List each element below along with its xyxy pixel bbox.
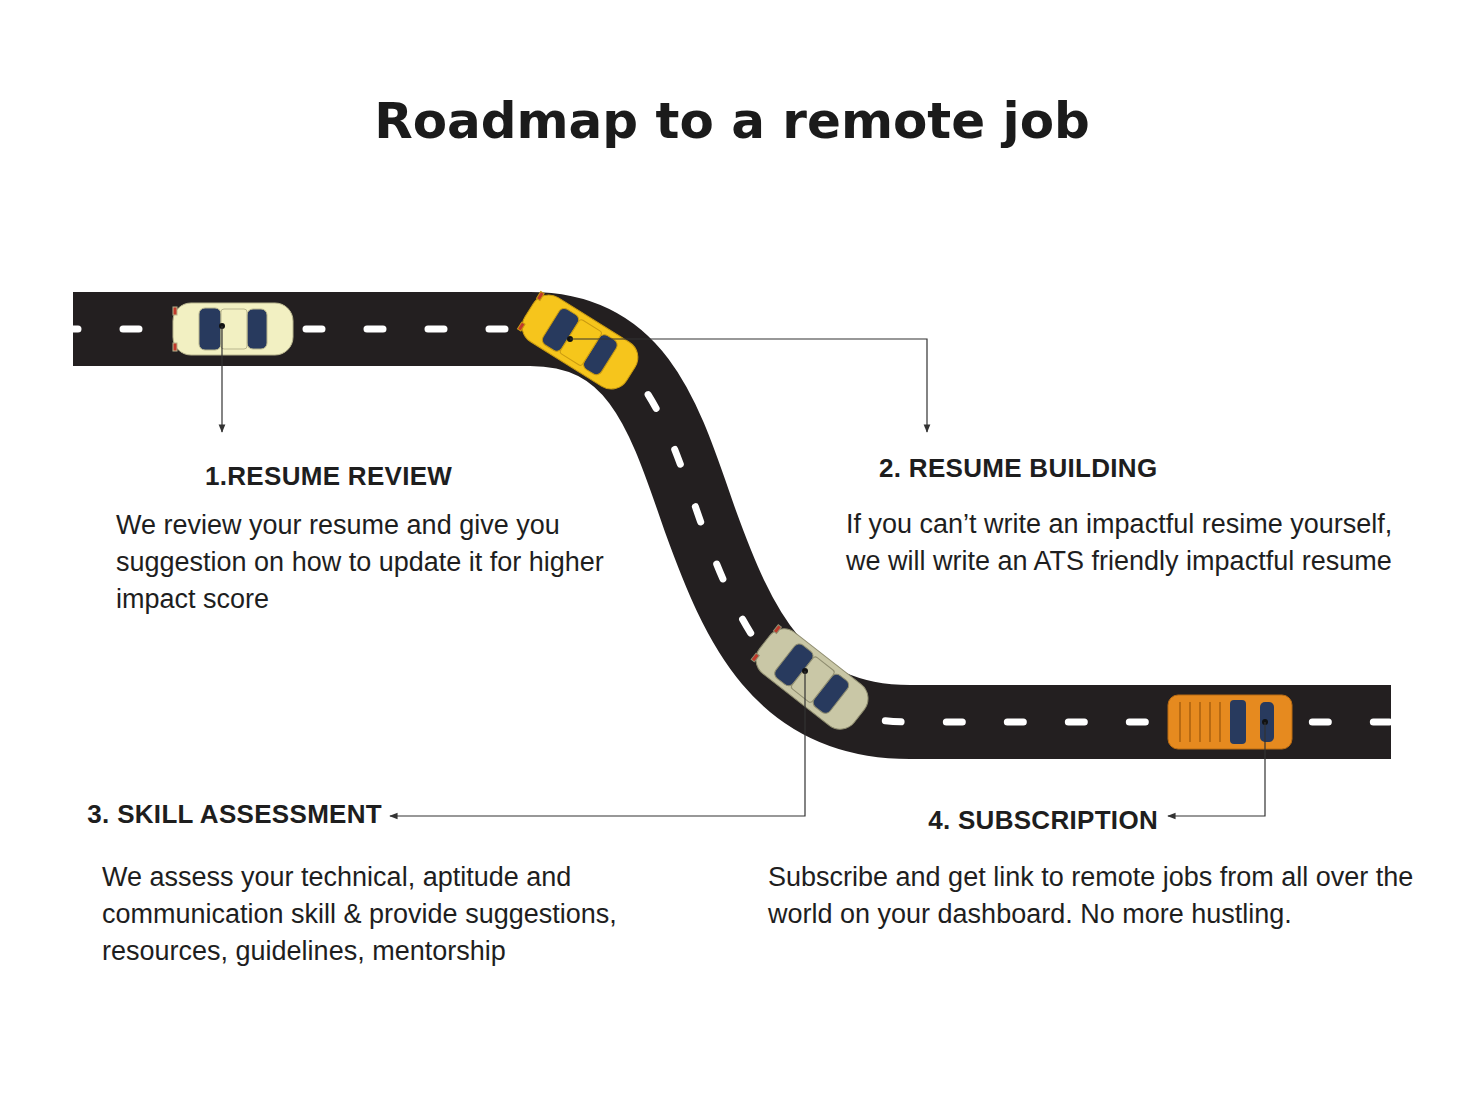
step-heading: 2. RESUME BUILDING xyxy=(879,453,1157,484)
step-heading: 1.RESUME REVIEW xyxy=(205,461,452,492)
step-description: Subscribe and get link to remote jobs fr… xyxy=(768,859,1418,933)
car xyxy=(749,622,876,737)
step-description: We review your resume and give you sugge… xyxy=(116,507,676,618)
car xyxy=(515,288,644,396)
step-heading: 3. SKILL ASSESSMENT xyxy=(87,799,382,830)
step-heading: 4. SUBSCRIPTION xyxy=(928,805,1158,836)
step-description: If you can’t write an impactful resime y… xyxy=(846,506,1426,580)
car xyxy=(173,303,293,355)
van xyxy=(1168,695,1292,749)
step-description: We assess your technical, aptitude and c… xyxy=(102,859,742,970)
diagram-title: Roadmap to a remote job xyxy=(374,92,1090,150)
